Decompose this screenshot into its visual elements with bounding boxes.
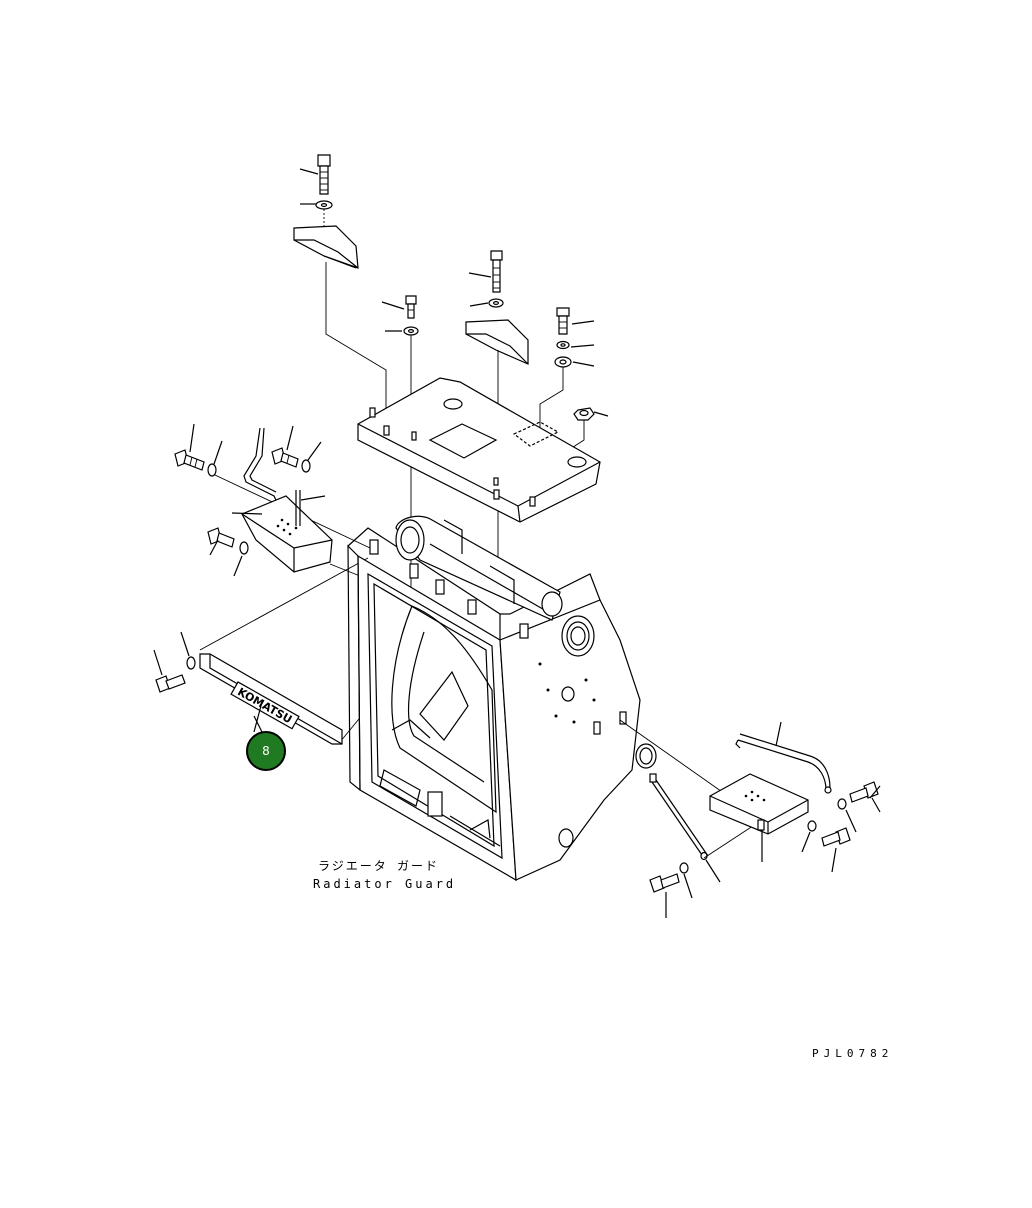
right-bracket-assembly <box>619 719 881 918</box>
top-center-cover-assembly <box>465 250 529 590</box>
caption-japanese: ラジエータ ガード <box>318 859 439 873</box>
part-callout-marker[interactable]: 8 <box>246 731 286 771</box>
part-callout-label: 8 <box>262 744 270 758</box>
callout-leader <box>253 715 263 733</box>
top-plate <box>357 377 601 523</box>
caption-english: Radiator Guard <box>313 877 457 891</box>
nameplate-assembly: KOMATSU <box>153 557 369 745</box>
radiator-guard-frame <box>347 515 657 882</box>
left-upper-bracket-assembly <box>174 423 371 581</box>
drawing-code: PJL0782 <box>812 1047 894 1060</box>
right-top-bolt-assembly <box>521 307 609 500</box>
top-left-cover-assembly <box>293 154 387 410</box>
